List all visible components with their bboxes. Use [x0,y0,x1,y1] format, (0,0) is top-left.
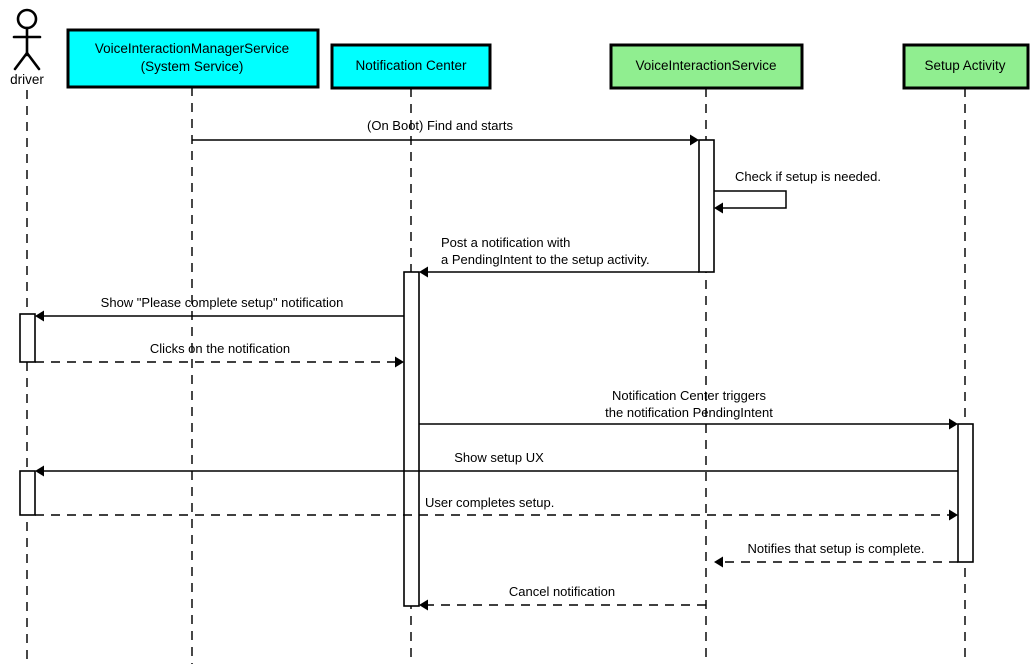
message-label-m10: Cancel notification [509,584,615,599]
message-m3[interactable]: Post a notification with a PendingIntent … [419,235,699,278]
message-label-m8: User completes setup. [425,495,554,510]
message-arrowhead-m5 [395,356,404,368]
message-label-m5: Clicks on the notification [150,341,290,356]
actor-leg-left [13,51,29,71]
message-arrowhead-m1 [690,134,699,146]
participants-layer: VoiceInteractionManagerService (System Se… [66,28,1030,90]
actors-layer: driver [10,8,44,87]
participant-label-vims: (System Service) [141,59,244,74]
actor-label-driver: driver [10,72,44,87]
message-label-m3: a PendingIntent to the setup activity. [441,252,650,267]
participant-setup-activity[interactable]: Setup Activity [902,43,1030,90]
message-label-m7: Show setup UX [454,450,544,465]
activation-bar-driver-activation-1 [19,313,36,363]
message-label-m6: the notification PendingIntent [605,405,773,420]
participant-notification-center[interactable]: Notification Center [330,43,492,90]
message-m7[interactable]: Show setup UX [35,450,958,477]
message-line-m2 [714,190,787,209]
participant-voice-interaction-service[interactable]: VoiceInteractionService [609,43,804,90]
participant-box-vims[interactable] [66,28,320,89]
message-label-m1: (On Boot) Find and starts [367,118,513,133]
actor-head-icon [16,8,38,30]
message-arrowhead-m8 [949,509,958,521]
activation-bar-setup-activation-1 [957,423,974,563]
message-arrowhead-m3 [419,266,428,278]
message-m9[interactable]: Notifies that setup is complete. [714,541,958,568]
participant-box-setup-activity[interactable] [902,43,1030,90]
participant-box-notification-center[interactable] [330,43,492,90]
activations-layer [19,139,974,607]
participant-box-voice-interaction-service[interactable] [609,43,804,90]
activation-bar-vis-activation-1 [698,139,715,273]
message-label-m9: Notifies that setup is complete. [747,541,924,556]
message-m5[interactable]: Clicks on the notification [35,341,404,368]
message-m8[interactable]: User completes setup. [35,495,958,521]
message-label-m2: Check if setup is needed. [735,169,881,184]
message-label-m4: Show "Please complete setup" notificatio… [101,295,344,310]
actor-driver[interactable]: driver [10,8,44,87]
message-m10[interactable]: Cancel notification [419,584,706,611]
message-arrowhead-m10 [419,599,428,611]
participant-label-vims: VoiceInteractionManagerService [95,41,289,56]
message-arrowhead-m7 [35,465,44,477]
actor-leg-right [25,51,41,71]
activation-bar-nc-activation-1 [403,271,420,607]
message-m4[interactable]: Show "Please complete setup" notificatio… [35,295,404,322]
message-arrowhead-m4 [35,310,44,322]
message-arrowhead-m6 [949,418,958,430]
message-label-m6: Notification Center triggers [612,388,766,403]
participant-label-voice-interaction-service: VoiceInteractionService [635,58,776,73]
message-m6[interactable]: Notification Center triggers the notifica… [419,388,958,430]
message-arrowhead-m2 [714,202,723,214]
message-arrowhead-m9 [714,556,723,568]
message-m2[interactable]: Check if setup is needed. [714,169,881,214]
participant-vims[interactable]: VoiceInteractionManagerService (System Se… [66,28,320,89]
message-m1[interactable]: (On Boot) Find and starts [192,118,699,146]
message-label-m3: Post a notification with [441,235,570,250]
participant-label-notification-center: Notification Center [355,58,467,73]
activation-bar-driver-activation-2 [19,470,36,516]
participant-label-setup-activity: Setup Activity [924,58,1005,73]
